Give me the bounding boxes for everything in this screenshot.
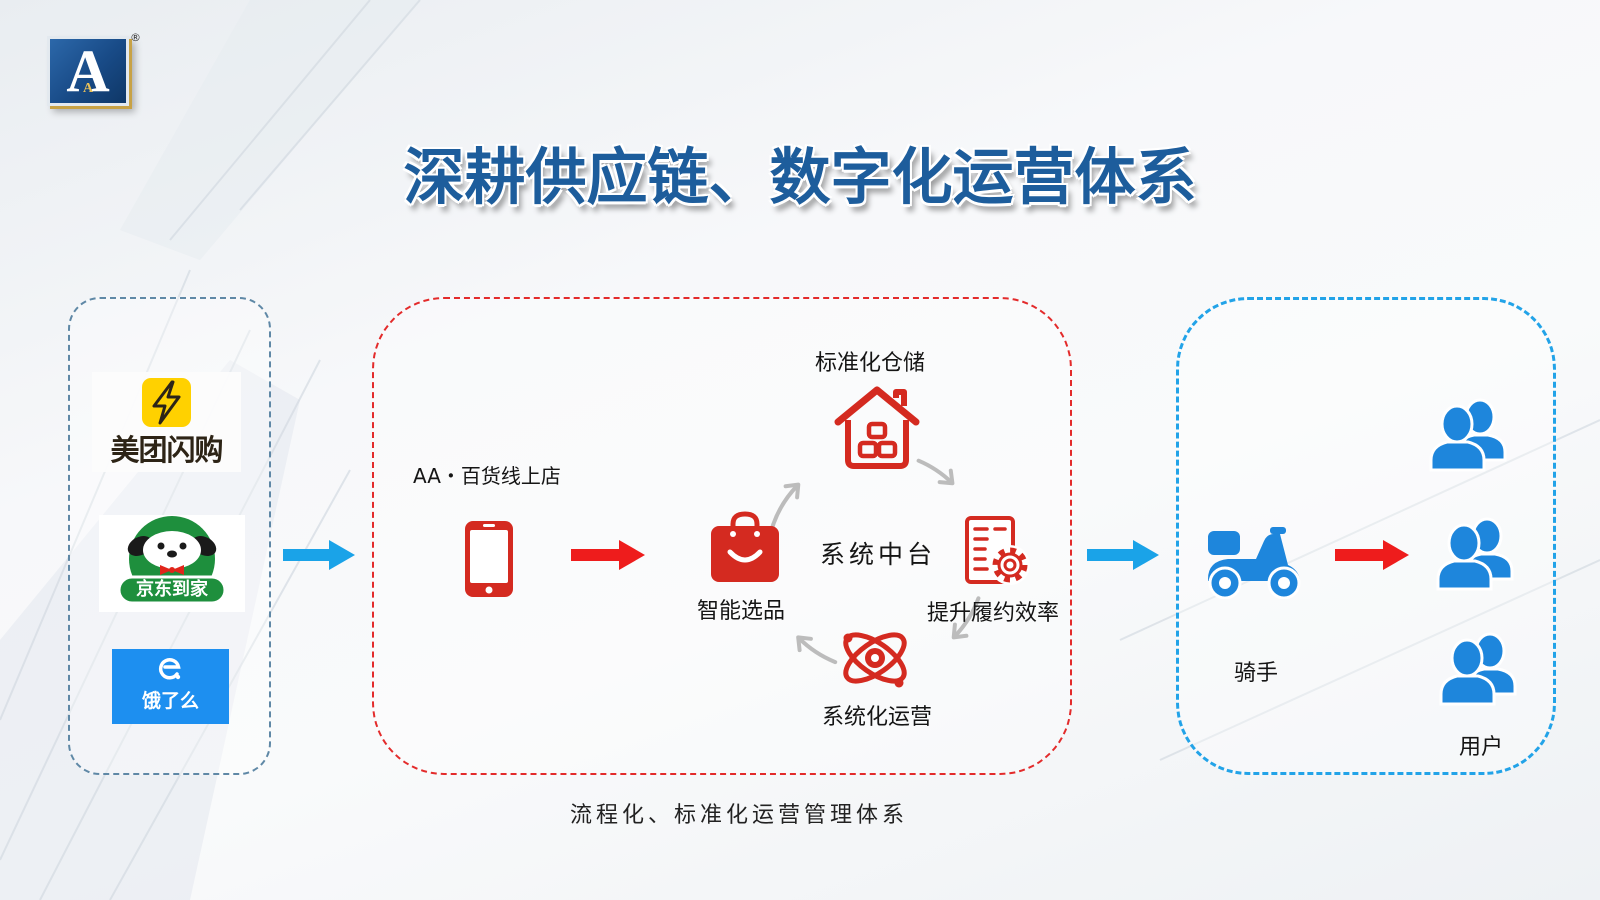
operations-caption: 流程化、标准化运营管理体系 xyxy=(569,803,908,828)
platform-name: 饿了么 xyxy=(141,690,199,712)
delivery-scooter-icon xyxy=(1208,527,1301,599)
page-title: 深耕供应链、数字化运营体系 xyxy=(403,142,1197,213)
platform-logo-jd: 京东到家 xyxy=(99,515,245,612)
node-label-warehouse: 标准化仓储 xyxy=(814,351,925,376)
node-label-fulfillment: 提升履约效率 xyxy=(926,601,1059,626)
flow-arrow-platforms-to-store xyxy=(283,540,355,570)
atom-icon xyxy=(843,632,907,688)
cycle-arrow-fulfillment-to-operations xyxy=(951,596,981,640)
platform-name: 京东到家 xyxy=(136,579,208,600)
node-label-operations: 系统化运营 xyxy=(821,705,932,730)
meituan-lightning-icon xyxy=(142,378,191,427)
platform-name: 美团闪购 xyxy=(110,433,223,467)
flow-arrow-store-to-hub xyxy=(571,540,645,570)
logo-inner-letter: A xyxy=(82,81,94,96)
eleme-e-icon xyxy=(158,658,181,680)
store-label: AA・百货线上店 xyxy=(413,464,561,488)
flow-arrow-rider-to-users xyxy=(1335,540,1409,570)
users-label: 用户 xyxy=(1458,735,1503,760)
smartphone-icon xyxy=(465,521,513,597)
platform-logo-meituan: 美团闪购 xyxy=(92,372,241,472)
jd-joy-dog-icon xyxy=(117,516,227,605)
document-gear-icon xyxy=(965,516,1030,585)
hub-center-label: 系统中台 xyxy=(819,540,936,569)
cycle-arrow-operations-to-select xyxy=(796,635,838,665)
registered-mark: ® xyxy=(130,31,141,44)
node-label-smart-selection: 智能选品 xyxy=(696,599,785,624)
platform-logo-eleme: 饿了么 xyxy=(112,649,229,724)
shopping-bag-icon xyxy=(711,511,779,582)
flow-arrow-hub-to-delivery xyxy=(1087,540,1159,570)
logo-letter: A xyxy=(66,38,110,104)
users-icon xyxy=(1436,517,1514,591)
company-logo: A A xyxy=(47,36,129,106)
users-icon xyxy=(1429,398,1507,472)
cycle-arrow-warehouse-to-fulfillment xyxy=(916,458,955,486)
users-icon xyxy=(1439,632,1517,706)
rider-label: 骑手 xyxy=(1233,661,1278,686)
warehouse-house-icon xyxy=(834,386,920,469)
